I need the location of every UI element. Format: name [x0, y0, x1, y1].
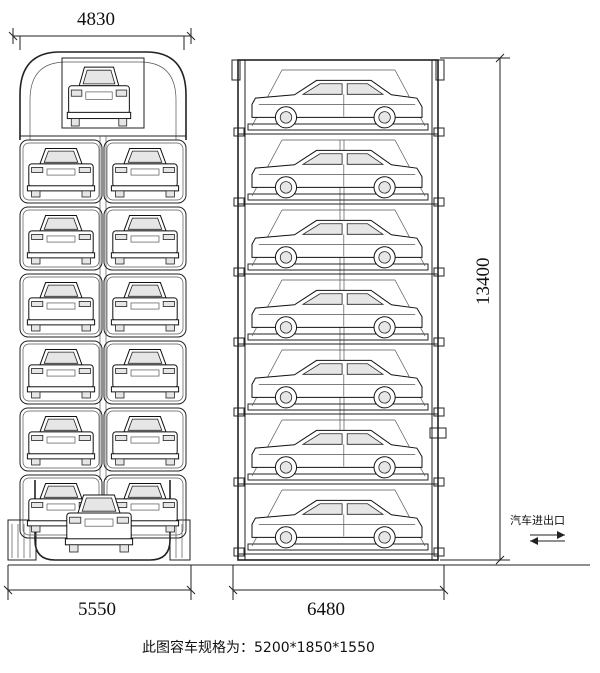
entry-arrow-out-head	[530, 537, 538, 545]
dimension-height: 13400	[440, 53, 510, 565]
front-car-r5-c2	[110, 416, 180, 466]
dimension-bottom-left: 5550	[3, 565, 196, 620]
front-view	[7, 51, 191, 561]
front-car-r3-c1	[26, 282, 96, 332]
front-cage-r1-c2	[103, 139, 187, 204]
front-cage-r5-c2	[103, 407, 187, 472]
side-pallet-1	[247, 123, 429, 131]
dimension-bottom-left-label: 5550	[78, 599, 116, 620]
side-pallet-2	[247, 193, 429, 201]
front-car-r4-c2	[110, 349, 180, 399]
side-frame	[237, 59, 439, 561]
front-base-right	[169, 519, 191, 561]
front-car-r2-c2	[110, 215, 180, 265]
capacity-caption: 此图容车规格为：5200*1850*1550	[142, 639, 375, 656]
front-car-r1-c2	[110, 148, 180, 198]
front-cage-r4-c2	[103, 340, 187, 405]
front-car-r2-c1	[26, 215, 96, 265]
side-car-2	[251, 149, 423, 199]
entry-marker: 汽车进出口	[510, 513, 565, 545]
front-cage-r4-c1	[19, 340, 103, 405]
dimension-top: 4830	[8, 9, 196, 50]
front-car-r4-c1	[26, 349, 96, 399]
dimension-top-label: 4830	[77, 9, 115, 30]
front-car-r1-c1	[26, 148, 96, 198]
side-car-5	[251, 359, 423, 409]
entry-label: 汽车进出口	[510, 513, 565, 527]
side-car-1	[251, 79, 423, 129]
side-pallet-3	[247, 263, 429, 271]
dimension-bottom-right: 6480	[228, 565, 449, 620]
dimension-height-label: 13400	[473, 258, 494, 306]
front-cage-r3-c1	[19, 273, 103, 338]
front-cage-r2-c1	[19, 206, 103, 271]
front-base-left	[7, 519, 37, 561]
dimension-bottom-right-label: 6480	[307, 599, 345, 620]
front-top-cage	[61, 57, 145, 129]
front-cage-r5-c1	[19, 407, 103, 472]
front-cage-r1-c1	[19, 139, 103, 204]
side-car-3	[251, 219, 423, 269]
side-car-4	[251, 289, 423, 339]
side-view	[231, 59, 447, 561]
front-cage-r3-c2	[103, 273, 187, 338]
front-car-bottom	[64, 494, 134, 553]
front-car-r6-c2	[110, 483, 180, 533]
front-dome-outline	[19, 51, 187, 140]
front-car-top	[66, 66, 132, 127]
side-pallet-6	[247, 473, 429, 481]
front-car-r3-c2	[110, 282, 180, 332]
side-pallet-5	[247, 403, 429, 411]
front-car-r5-c1	[26, 416, 96, 466]
entry-arrow-in-head	[557, 531, 565, 539]
side-car-6	[251, 429, 423, 479]
side-pallet-4	[247, 333, 429, 341]
side-car-7	[251, 499, 423, 549]
side-pallet-7	[247, 543, 429, 551]
front-cage-r2-c2	[103, 206, 187, 271]
